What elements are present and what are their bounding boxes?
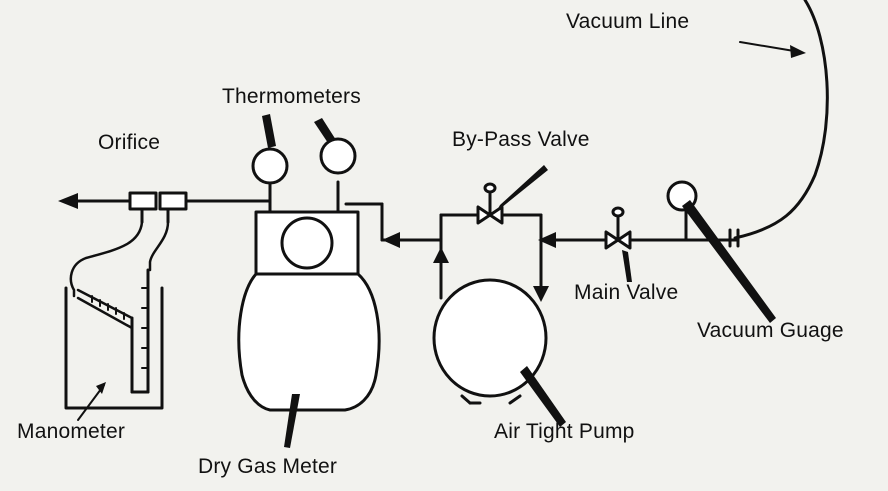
thermometer-right-symbol <box>319 137 357 214</box>
vacuum-line-label: Vacuum Line <box>566 10 690 33</box>
main-valve-symbol <box>604 206 632 250</box>
bypass-valve-symbol <box>476 182 504 225</box>
thermometer-right-pointer <box>314 118 336 143</box>
thermometer-left-symbol <box>251 147 289 214</box>
dry-gas-meter-label: Dry Gas Meter <box>198 455 338 478</box>
manometer-pointer-head <box>96 382 106 394</box>
air-tight-pump-symbol <box>432 278 548 405</box>
flow-arrow-up <box>433 247 449 263</box>
bypass-valve-label: By-Pass Valve <box>452 128 590 151</box>
main-valve-pointer <box>622 250 632 282</box>
orifice-label: Orifice <box>98 131 161 154</box>
flow-arrow-down <box>533 286 549 302</box>
thermometer-left-pointer <box>262 114 276 148</box>
vacuum-gauge-pointer <box>682 200 776 323</box>
flow-arrow-main <box>538 232 556 248</box>
air-tight-pump-label: Air Tight Pump <box>494 420 635 443</box>
flow-arrow-left <box>382 232 400 248</box>
vacuum-line-hose <box>733 0 829 240</box>
thermometers-label: Thermometers <box>222 85 361 108</box>
vacuum-line-pointer-head <box>790 45 806 58</box>
pump-pointer <box>520 366 566 427</box>
manometer-symbol <box>64 268 164 410</box>
manometer-tube-1 <box>69 220 144 298</box>
vacuum-line-pointer <box>739 41 801 53</box>
orifice-symbol <box>128 191 188 224</box>
manometer-tube-2 <box>148 220 170 272</box>
bypass-valve-pointer <box>496 165 548 212</box>
exit-arrow <box>58 193 78 209</box>
manometer-label: Manometer <box>17 420 126 443</box>
vacuum-gauge-label: Vacuum Guage <box>697 319 844 342</box>
main-valve-label: Main Valve <box>574 281 679 304</box>
meter-pointer <box>284 394 300 448</box>
dry-gas-meter-symbol <box>237 210 381 412</box>
